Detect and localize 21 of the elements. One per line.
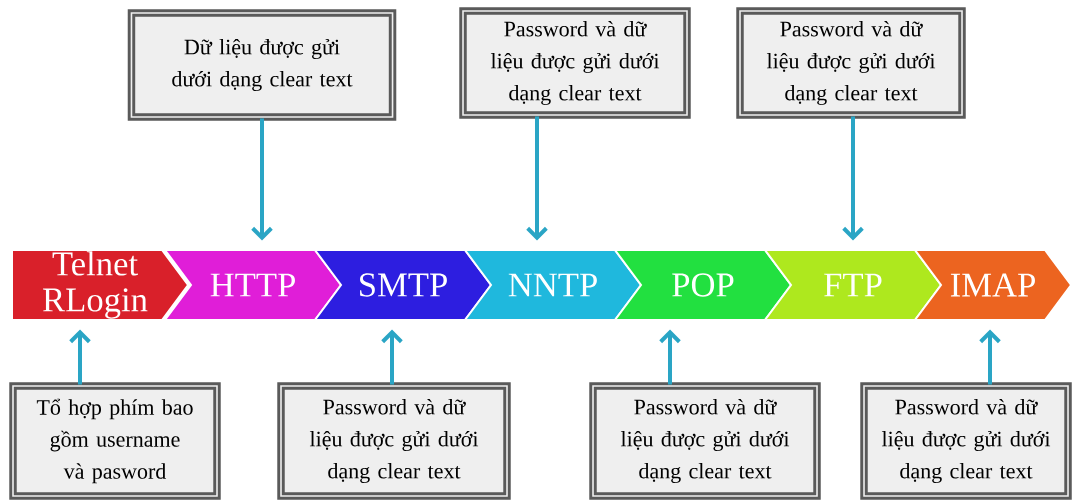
arrow (69, 329, 91, 385)
process-band: NNTP (463, 249, 643, 321)
process-band: FTP (763, 249, 943, 321)
callout-box: Password và dữ liệu được gửi dưới dạng clear text (589, 382, 821, 500)
process-band: HTTP (163, 249, 343, 321)
process-band: SMTP (313, 249, 493, 321)
callout-box: Password và dữ liệu được gửi dưới dạng clear text (459, 7, 691, 119)
callout-box: Password và dữ liệu được gửi dưới dạng clear text (277, 382, 511, 500)
arrow (526, 116, 548, 241)
callout-box: Tổ hợp phím bao gồm username và pasword (9, 382, 221, 500)
process-band: Telnet RLogin (11, 249, 190, 321)
callout-box: Dữ liệu được gửi dưới dạng clear text (127, 9, 397, 121)
arrow (659, 329, 681, 385)
process-band: POP (613, 249, 793, 321)
callout-box: Password và dữ liệu được gửi dưới dạng clear text (860, 382, 1072, 500)
callout-box: Password và dữ liệu được gửi dưới dạng clear text (736, 7, 966, 119)
arrow (842, 116, 864, 241)
arrow (251, 118, 273, 241)
process-band: IMAP (913, 249, 1073, 321)
arrow (979, 329, 1001, 385)
arrow (381, 329, 403, 385)
